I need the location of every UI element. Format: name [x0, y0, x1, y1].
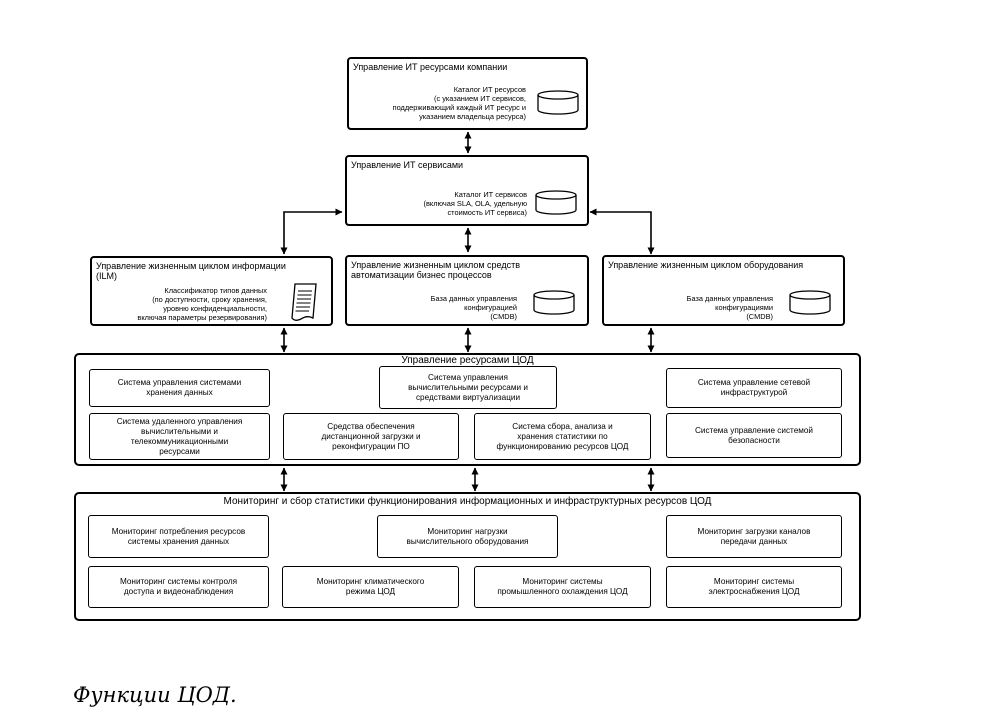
hw-lifecycle-title: Управление жизненным циклом оборудования	[608, 260, 804, 270]
database-cylinder-icon	[789, 290, 831, 315]
it-resources-box: Управление ИТ ресурсами компании Каталог…	[347, 57, 588, 130]
document-icon	[291, 283, 317, 321]
biz-automation-box: Управление жизненным циклом средств авто…	[345, 255, 589, 326]
biz-automation-title: Управление жизненным циклом средств авто…	[351, 260, 521, 280]
figure-caption: Функции ЦОД.	[73, 683, 237, 707]
it-services-catalog-desc: Каталог ИТ сервисов (включая SLA, OLA, у…	[423, 190, 528, 217]
cooling-monitoring: Мониторинг системы промышленного охлажде…	[474, 566, 651, 608]
remote-boot-reconfig-tools: Средства обеспечения дистанционной загру…	[283, 413, 459, 460]
database-cylinder-icon	[533, 290, 575, 315]
security-management-system: Система управление системой безопасности	[666, 413, 842, 458]
dc-resources-title: Управление ресурсами ЦОД	[401, 355, 534, 366]
statistics-collection-system: Система сбора, анализа и хранения статис…	[474, 413, 651, 460]
climate-monitoring: Мониторинг климатического режима ЦОД	[282, 566, 459, 608]
network-management-system: Система управление сетевой инфраструктур…	[666, 368, 842, 408]
hw-lifecycle-box: Управление жизненным циклом оборудования…	[602, 255, 845, 326]
power-supply-monitoring: Мониторинг системы электроснабжения ЦОД	[666, 566, 842, 608]
it-services-title: Управление ИТ сервисами	[351, 160, 464, 170]
hw-cmdb-desc: База данных управления конфигурациями (C…	[686, 294, 773, 321]
it-resources-catalog-desc: Каталог ИТ ресурсов (с указанием ИТ серв…	[392, 85, 526, 121]
storage-management-system: Система управления системами хранения да…	[89, 369, 270, 407]
ilm-box: Управление жизненным циклом информации (…	[90, 256, 333, 326]
arrow-services-to-hw	[589, 208, 655, 255]
database-cylinder-icon	[537, 90, 579, 115]
access-video-monitoring: Мониторинг системы контроля доступа и ви…	[88, 566, 269, 608]
biz-cmdb-desc: База данных управления конфигурацией (CM…	[430, 294, 517, 321]
storage-usage-monitoring: Мониторинг потребления ресурсов системы …	[88, 515, 269, 558]
database-cylinder-icon	[535, 190, 577, 215]
compute-virtualization-management: Система управления вычислительными ресур…	[379, 366, 557, 409]
compute-load-monitoring: Мониторинг нагрузки вычислительного обор…	[377, 515, 558, 558]
remote-management-system: Система удаленного управления вычислител…	[89, 413, 270, 460]
it-resources-title: Управление ИТ ресурсами компании	[353, 62, 508, 72]
arrow-services-to-ilm	[280, 208, 343, 255]
it-services-box: Управление ИТ сервисами Каталог ИТ серви…	[345, 155, 589, 226]
monitoring-title: Мониторинг и сбор статистики функциониро…	[223, 496, 712, 507]
ilm-title: Управление жизненным циклом информации (…	[96, 261, 286, 281]
ilm-classifier-desc: Классификатор типов данных (по доступнос…	[137, 286, 267, 322]
network-channel-monitoring: Мониторинг загрузки каналов передачи дан…	[666, 515, 842, 558]
